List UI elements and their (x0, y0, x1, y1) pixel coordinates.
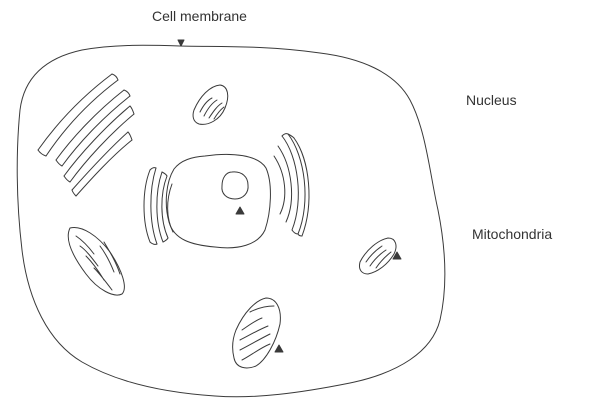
endoplasmic-reticulum (38, 74, 134, 196)
label-cell-membrane: Cell membrane (152, 9, 247, 23)
mitochondrion-bottom (233, 298, 281, 368)
golgi-apparatus-right (274, 134, 309, 236)
golgi-apparatus-left (144, 168, 173, 245)
mitochondrion-pointer-arrow (275, 345, 283, 352)
mitochondrion-top (193, 85, 228, 124)
cell-membrane-outline (17, 45, 445, 397)
mitochondrion-left (68, 228, 124, 296)
label-nucleus: Nucleus (466, 93, 517, 107)
membrane-pointer-arrow (178, 40, 184, 46)
nucleolus-outline (222, 172, 248, 199)
nucleus-outline (166, 154, 270, 247)
nucleus-pointer-arrow (236, 207, 244, 214)
mitochondrion-right (359, 238, 396, 274)
label-mitochondria: Mitochondria (472, 227, 552, 241)
